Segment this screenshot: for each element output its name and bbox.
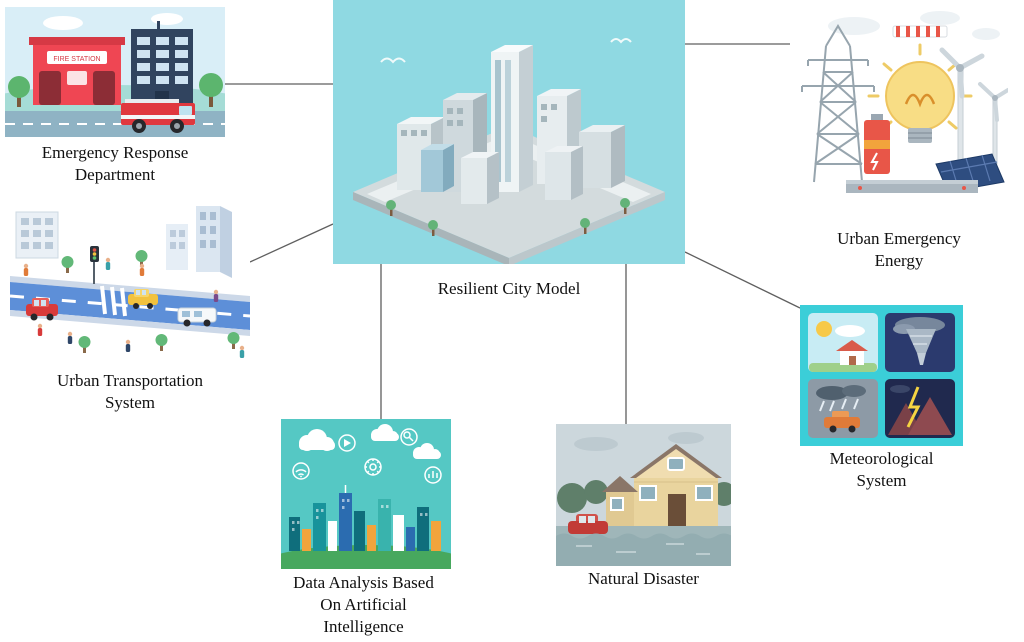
label-line: Meteorological bbox=[829, 449, 934, 468]
cloud-icon bbox=[151, 13, 183, 25]
battery-icon bbox=[864, 114, 890, 174]
car-icon bbox=[26, 289, 217, 327]
connector-transport bbox=[249, 223, 334, 263]
cloud-icon bbox=[299, 424, 441, 459]
magnifier-icon bbox=[400, 428, 418, 446]
fire-station-sign: FIRE STATION bbox=[53, 56, 100, 63]
node-natural-disaster bbox=[556, 424, 736, 566]
label-resilient-city: Resilient City Model bbox=[333, 278, 685, 300]
traffic-light-icon bbox=[90, 246, 99, 284]
play-icon bbox=[338, 434, 356, 452]
label-line: Resilient City Model bbox=[437, 279, 581, 298]
label-line: Energy bbox=[874, 251, 924, 271]
bar-chart-city bbox=[289, 485, 441, 551]
rain-panel bbox=[808, 379, 878, 438]
node-meteorological bbox=[800, 305, 963, 446]
tornado-icon bbox=[906, 329, 936, 353]
banner-icon bbox=[892, 25, 948, 38]
city-trees bbox=[386, 198, 630, 236]
label-natural-disaster: Natural Disaster bbox=[556, 568, 731, 590]
label-urban-energy: Urban Emergency Energy bbox=[790, 228, 1008, 272]
emergency-response-illustration: FIRE STATION bbox=[0, 7, 255, 137]
cloud-icon bbox=[43, 16, 83, 30]
label-line: Natural Disaster bbox=[588, 569, 699, 588]
cloud-icon bbox=[574, 437, 618, 451]
label-line: On Artificial bbox=[320, 595, 407, 615]
label-urban-transport: Urban Transportation System bbox=[10, 370, 250, 414]
wifi-icon bbox=[292, 462, 310, 480]
car-icon bbox=[568, 514, 608, 534]
label-line: Department bbox=[74, 165, 156, 185]
lightning-icon bbox=[906, 386, 921, 428]
urban-transport-illustration bbox=[9, 200, 251, 368]
gear-icon bbox=[364, 458, 382, 476]
label-meteorological: Meteorological System bbox=[785, 448, 978, 492]
label-line: Emergency Response bbox=[41, 143, 189, 162]
power-pylon-icon bbox=[801, 24, 875, 183]
storm-panel bbox=[885, 379, 955, 438]
label-line: System bbox=[856, 471, 907, 491]
tree-icon bbox=[61, 250, 240, 353]
chart-icon bbox=[424, 466, 442, 484]
label-data-analysis: Data Analysis Based On Artificial Intell… bbox=[256, 572, 471, 638]
label-line: Intelligence bbox=[323, 617, 404, 637]
city-buildings bbox=[397, 45, 625, 204]
bird-icon bbox=[380, 38, 632, 64]
pedestrians bbox=[23, 257, 245, 358]
resilient-city-illustration bbox=[333, 0, 685, 266]
water-surface bbox=[556, 533, 732, 566]
label-emergency-response: Emergency Response Department bbox=[2, 142, 228, 186]
fire-station-building: FIRE STATION bbox=[29, 37, 125, 105]
natural-disaster-illustration bbox=[556, 424, 736, 566]
sun-icon bbox=[816, 321, 832, 337]
cloud-icon bbox=[668, 432, 704, 444]
label-line: System bbox=[104, 393, 156, 413]
node-data-analysis bbox=[251, 419, 481, 597]
label-line: Urban Emergency bbox=[837, 229, 961, 248]
data-analysis-illustration bbox=[251, 419, 481, 597]
label-line: Urban Transportation bbox=[57, 371, 203, 390]
tornado-panel bbox=[885, 313, 955, 372]
fire-truck-icon bbox=[121, 99, 195, 133]
tech-icons bbox=[292, 428, 442, 484]
sunny-panel bbox=[808, 313, 878, 372]
connector-meteorological bbox=[684, 251, 801, 309]
node-resilient-city bbox=[333, 0, 685, 266]
urban-energy-illustration bbox=[790, 4, 1010, 222]
node-emergency-response: FIRE STATION bbox=[0, 7, 255, 137]
buildings bbox=[15, 206, 232, 278]
house-icon bbox=[602, 444, 722, 528]
node-urban-energy bbox=[790, 4, 1010, 222]
label-line: Data Analysis Based bbox=[293, 573, 434, 592]
light-bulb-icon bbox=[867, 43, 973, 143]
wind-turbine-icon bbox=[939, 47, 1010, 167]
meteorological-illustration bbox=[800, 305, 963, 446]
rain-cloud-icon bbox=[816, 386, 848, 400]
office-building bbox=[131, 21, 193, 105]
tree-icon bbox=[8, 73, 223, 107]
base-platform bbox=[846, 180, 978, 193]
node-urban-transport bbox=[9, 200, 251, 368]
